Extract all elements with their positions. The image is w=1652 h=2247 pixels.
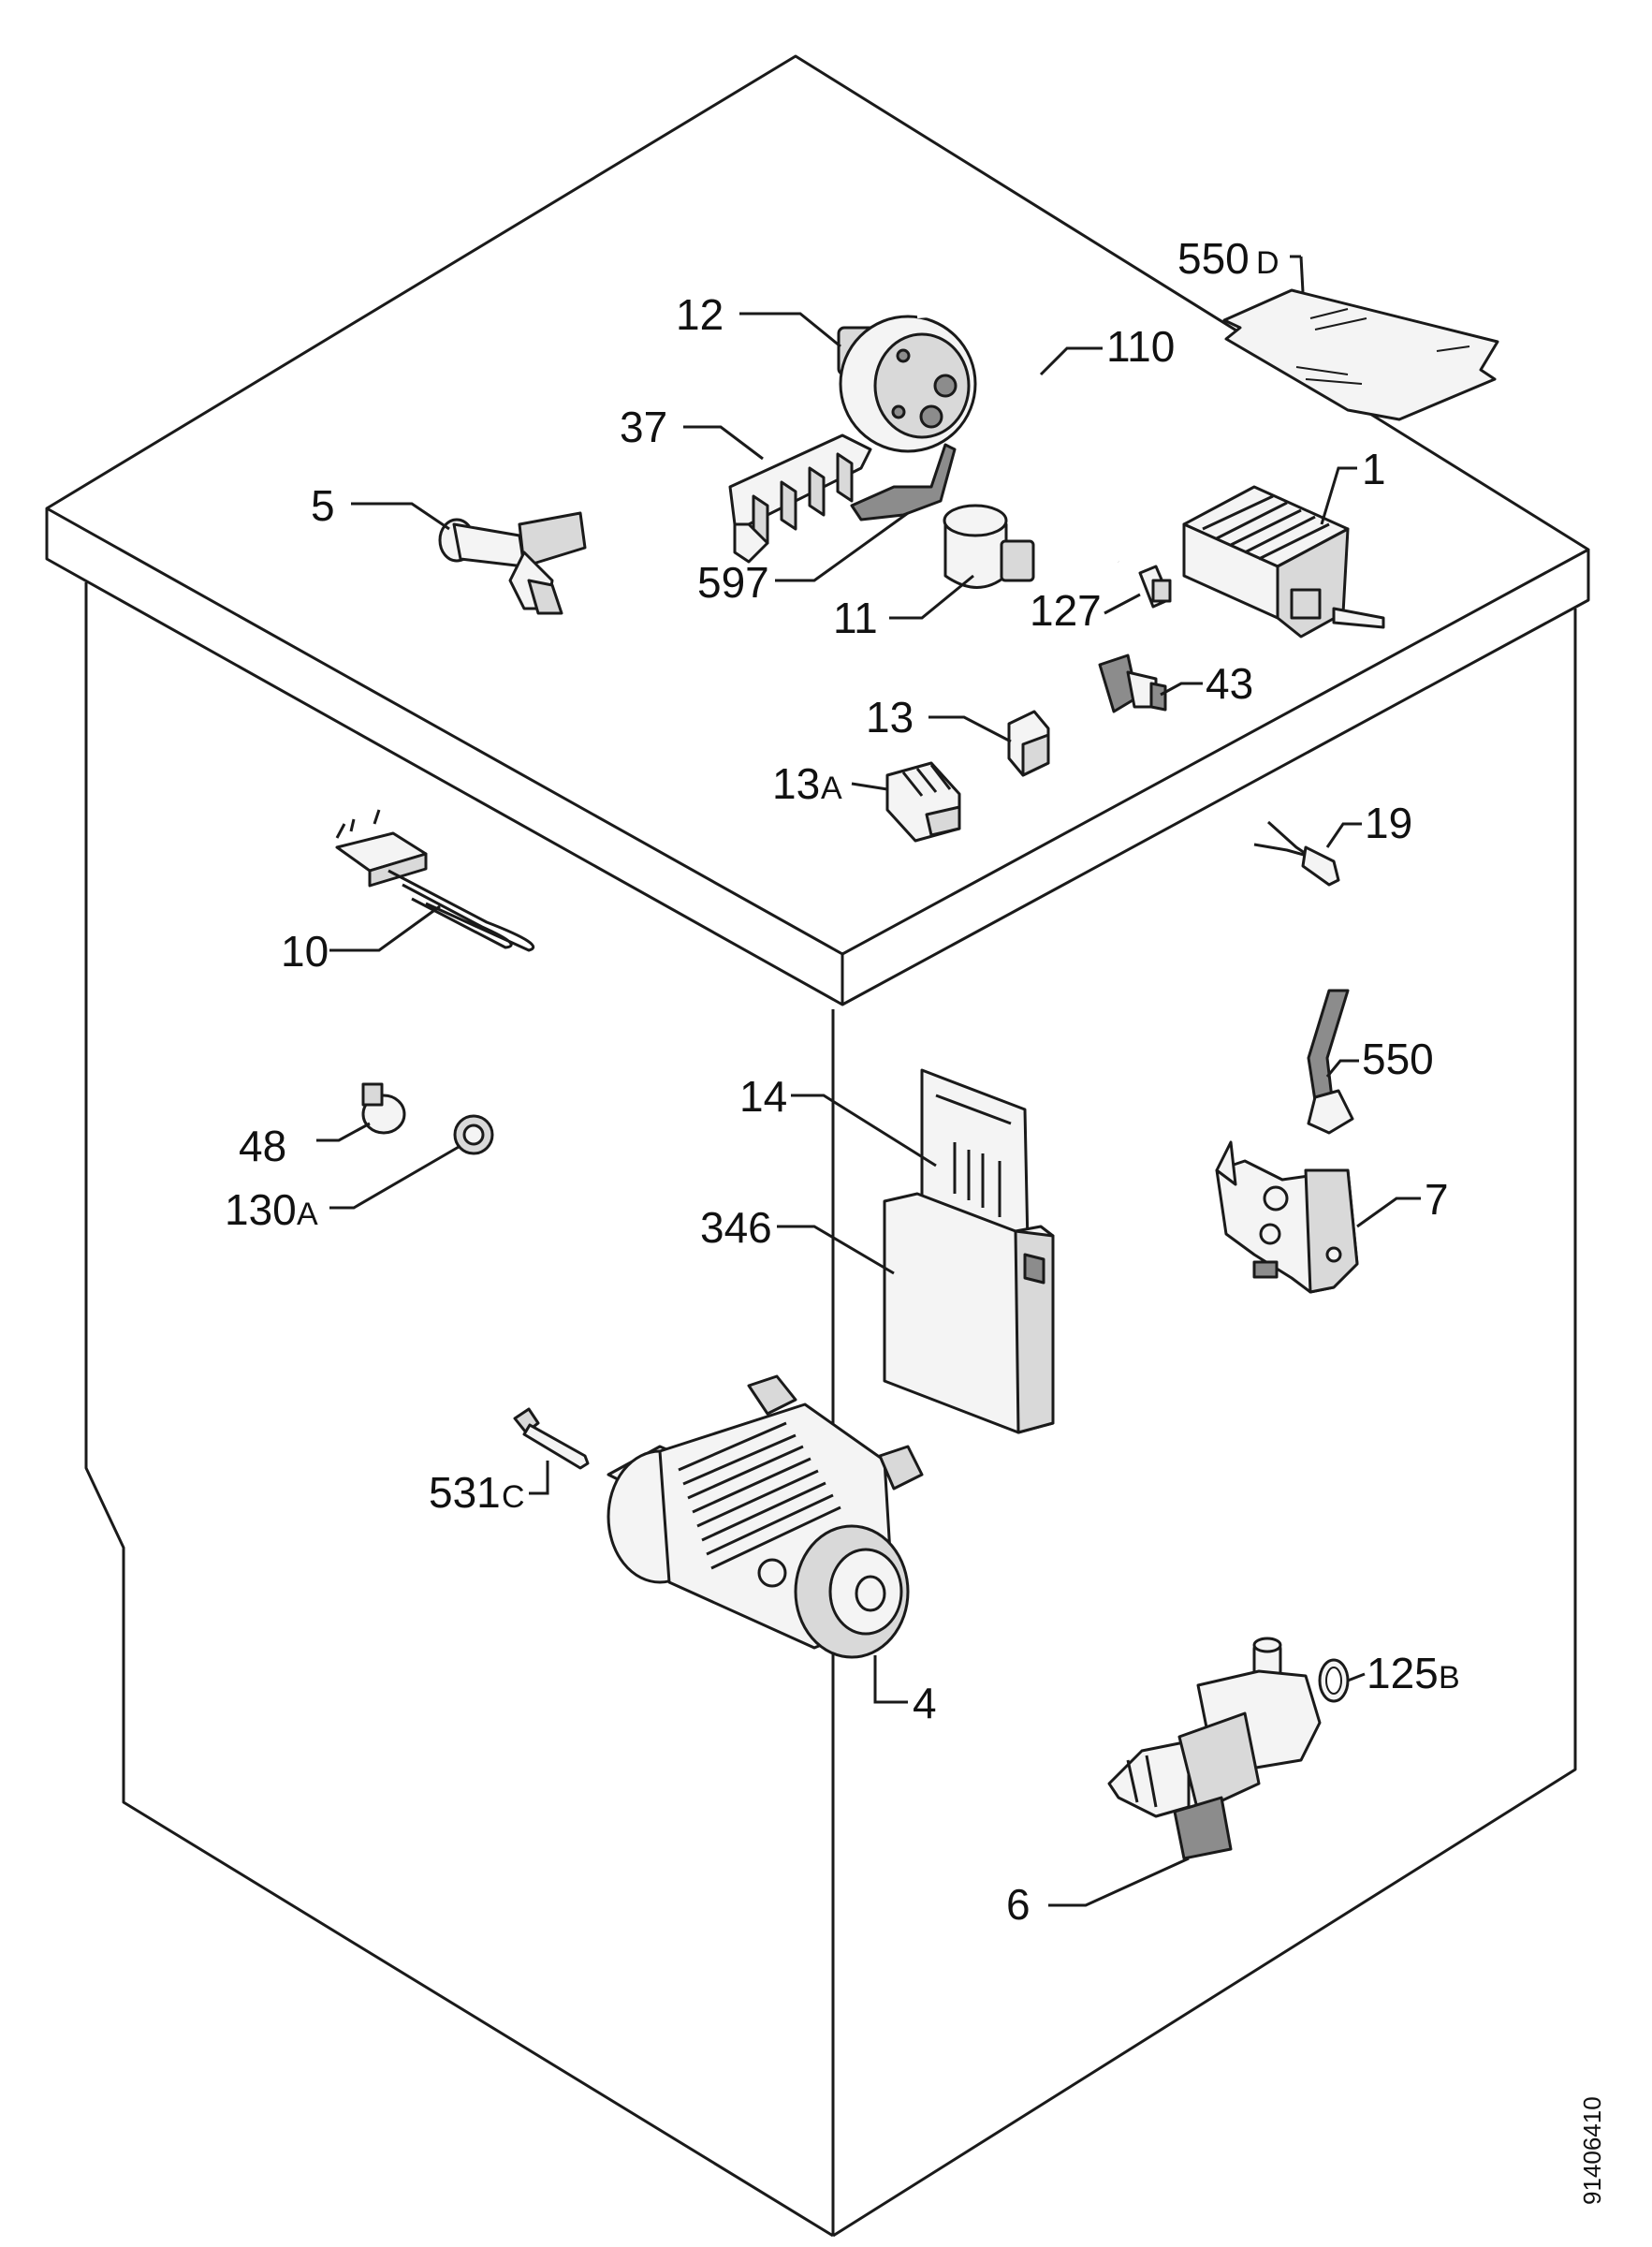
callout-43[interactable]: 43 (1160, 659, 1253, 708)
callouts: 550 D 12 110 37 5 1 597 11 (225, 234, 1460, 1929)
part-43-switch[interactable] (1098, 654, 1167, 713)
callout-110[interactable]: 110 (1039, 322, 1175, 376)
callout-14-number: 14 (739, 1072, 787, 1121)
callout-1-number: 1 (1362, 445, 1386, 493)
part-6-drain-pump[interactable] (1107, 1637, 1322, 1860)
callout-1[interactable]: 1 (1320, 445, 1386, 525)
callout-37[interactable]: 37 (620, 403, 764, 461)
part-125b-seal[interactable] (1318, 1658, 1350, 1703)
part-37-terminal-block[interactable] (728, 433, 872, 564)
callout-550d-suffix: D (1256, 245, 1279, 281)
callout-43-number: 43 (1206, 659, 1253, 708)
part-5-inlet-valve[interactable] (438, 511, 587, 615)
callout-125b-suffix: B (1439, 1660, 1460, 1696)
callout-130a[interactable]: 130 A (225, 1145, 460, 1234)
callout-130a-number: 130 (225, 1185, 297, 1234)
cabinet-left-side (84, 582, 834, 2238)
callout-346[interactable]: 346 (700, 1203, 895, 1275)
callout-19-number: 19 (1365, 799, 1412, 847)
callout-531c[interactable]: 531 C (429, 1461, 549, 1517)
callout-13a-suffix: A (821, 771, 842, 806)
callout-10-number: 10 (281, 927, 329, 976)
part-597-clip[interactable] (850, 443, 957, 521)
callout-4-number: 4 (913, 1679, 937, 1727)
part-550-handle[interactable] (1307, 989, 1354, 1135)
part-346-dispenser-body[interactable] (883, 1192, 1055, 1434)
part-127-plug[interactable] (1138, 565, 1172, 609)
callout-12[interactable]: 12 (676, 290, 841, 348)
callout-13[interactable]: 13 (866, 693, 1012, 743)
callout-10[interactable]: 10 (281, 904, 441, 976)
callout-19[interactable]: 19 (1325, 799, 1412, 848)
callout-597-number: 597 (697, 558, 769, 607)
callout-550d[interactable]: 550 D (1177, 234, 1279, 283)
callout-13a[interactable]: 13 A (772, 759, 888, 808)
callout-13a-number: 13 (772, 759, 820, 808)
part-11-capacitor[interactable] (943, 504, 1035, 589)
callout-12-number: 12 (676, 290, 724, 339)
part-48-indicator[interactable] (361, 1082, 406, 1135)
callout-13-number: 13 (866, 693, 914, 742)
part-19-sensor[interactable] (1253, 820, 1340, 887)
part-130a-nut[interactable] (453, 1114, 494, 1155)
callout-125b[interactable]: 125 B (1347, 1649, 1460, 1697)
callout-6-number: 6 (1006, 1880, 1031, 1929)
callout-125b-number: 125 (1367, 1649, 1439, 1697)
callout-37-number: 37 (620, 403, 667, 451)
part-550d-sheet[interactable] (1222, 255, 1499, 421)
part-4-motor[interactable] (607, 1374, 924, 1659)
callout-5-number: 5 (311, 481, 335, 530)
callout-11[interactable]: 11 (833, 574, 974, 642)
part-1-timer[interactable] (1182, 485, 1385, 639)
callout-11-number: 11 (833, 594, 878, 642)
callout-5[interactable]: 5 (311, 481, 450, 531)
part-12-pressure-switch[interactable] (837, 315, 977, 453)
callout-7[interactable]: 7 (1356, 1175, 1449, 1228)
callout-7-number: 7 (1425, 1175, 1449, 1224)
callout-531c-number: 531 (429, 1468, 501, 1517)
callout-550-number: 550 (1362, 1035, 1434, 1083)
cabinet-right-side (832, 609, 1577, 2238)
callout-597[interactable]: 597 (697, 511, 909, 607)
document-id: 91406410 (1578, 2096, 1606, 2205)
callout-130a-suffix: A (297, 1197, 318, 1232)
part-531c-screw[interactable] (513, 1407, 590, 1470)
callout-127[interactable]: 127 (1030, 586, 1141, 635)
part-13-connector[interactable] (1007, 710, 1050, 777)
part-110-hose[interactable] (916, 313, 1120, 564)
callout-550d-number: 550 (1177, 234, 1250, 283)
callout-110-number: 110 (1106, 322, 1175, 371)
callout-48-number: 48 (239, 1122, 286, 1170)
part-13a-connector[interactable] (885, 761, 961, 843)
callout-6[interactable]: 6 (1006, 1857, 1190, 1929)
callout-346-number: 346 (700, 1203, 772, 1252)
part-10-heating-element[interactable] (335, 809, 535, 952)
callout-48[interactable]: 48 (239, 1122, 371, 1170)
callout-550[interactable]: 550 (1325, 1035, 1434, 1083)
callout-531c-suffix: C (502, 1479, 525, 1515)
callout-14[interactable]: 14 (739, 1072, 937, 1168)
callout-4[interactable]: 4 (873, 1655, 937, 1727)
callout-127-number: 127 (1030, 586, 1102, 635)
part-7-door-interlock[interactable] (1215, 1140, 1359, 1294)
worktop-front-edge (45, 508, 1590, 1006)
